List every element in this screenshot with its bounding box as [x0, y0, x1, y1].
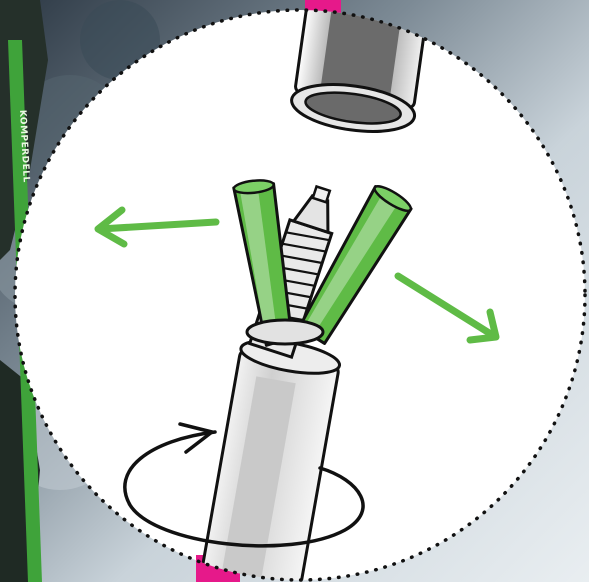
expander-base-ring: [247, 320, 323, 344]
